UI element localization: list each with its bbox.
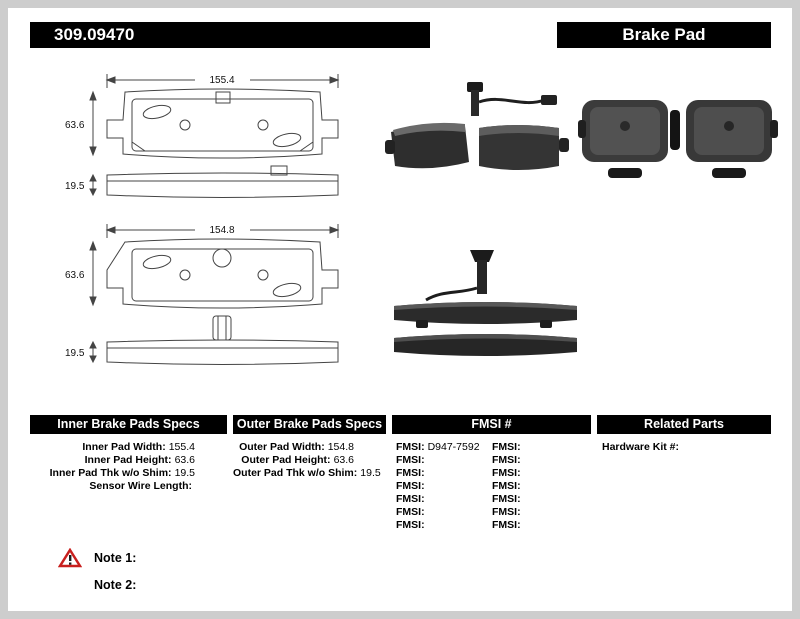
- wear-sensor-drawing: [212, 315, 232, 341]
- table-row: FMSI:: [396, 454, 492, 467]
- inner-specs-table: Inner Brake Pads Specs Inner Pad Width:1…: [30, 415, 227, 493]
- spec-sheet-page: 309.09470 Brake Pad: [8, 8, 792, 611]
- hardware-clip-left: [670, 110, 680, 150]
- table-row: Hardware Kit #:: [597, 441, 771, 454]
- table-row: FMSI:D947-7592: [396, 441, 492, 454]
- outer-specs-header: Outer Brake Pads Specs: [233, 415, 386, 434]
- pad-photo-left: [385, 122, 469, 169]
- table-row: FMSI:: [396, 506, 492, 519]
- table-row: FMSI:: [492, 441, 587, 454]
- fmsi-label: FMSI:: [396, 506, 425, 518]
- table-row: FMSI:: [492, 467, 587, 480]
- related-parts-table: Related Parts Hardware Kit #:: [597, 415, 771, 454]
- fmsi-label: FMSI:: [396, 519, 425, 531]
- table-row: Inner Pad Width:155.4: [30, 441, 227, 454]
- note-label: Note 1:: [94, 551, 137, 565]
- fmsi-right-column: FMSI: FMSI: FMSI: FMSI: FMSI: FMSI: FMSI…: [492, 441, 587, 532]
- outer-specs-table: Outer Brake Pads Specs Outer Pad Width:1…: [233, 415, 386, 480]
- spec-label: Inner Pad Thk w/o Shim:: [49, 467, 172, 479]
- pad-edge-bottom: [394, 334, 577, 356]
- dim-inner-thickness: 19.5: [65, 181, 85, 192]
- table-row: FMSI:: [492, 519, 587, 532]
- table-row: Outer Pad Height:63.6: [233, 454, 386, 467]
- table-row: Sensor Wire Length:: [30, 480, 227, 493]
- table-row: FMSI:: [396, 480, 492, 493]
- table-row: FMSI:: [492, 454, 587, 467]
- product-title-header: Brake Pad: [557, 22, 771, 48]
- spec-value: 154.8: [327, 441, 354, 453]
- related-parts-header: Related Parts: [597, 415, 771, 434]
- table-row: Outer Pad Width:154.8: [233, 441, 386, 454]
- spec-value: 63.6: [174, 454, 195, 466]
- hardware-clip-bottom: [608, 168, 746, 178]
- pad-face-right: [686, 100, 778, 162]
- fmsi-label: FMSI:: [492, 467, 521, 479]
- part-number-header: 309.09470: [30, 22, 430, 48]
- spec-value: 155.4: [168, 441, 195, 453]
- fmsi-label: FMSI:: [396, 467, 425, 479]
- spec-value: 19.5: [360, 467, 381, 479]
- fmsi-label: FMSI:: [492, 506, 521, 518]
- table-row: Inner Pad Thk w/o Shim:19.5: [30, 467, 227, 480]
- fmsi-label: FMSI:: [492, 441, 521, 453]
- wear-sensor-photo: [467, 82, 557, 116]
- spec-value: 19.5: [174, 467, 195, 479]
- spec-label: Outer Pad Height:: [241, 454, 331, 466]
- fmsi-label: FMSI:: [492, 454, 521, 466]
- product-title: Brake Pad: [622, 25, 706, 44]
- dim-inner-height: 63.6: [65, 120, 85, 131]
- fmsi-value: D947-7592: [427, 441, 480, 453]
- spec-label: Outer Pad Width:: [239, 441, 325, 453]
- table-row: FMSI:: [396, 467, 492, 480]
- part-number: 309.09470: [54, 25, 135, 44]
- table-row: FMSI:: [396, 493, 492, 506]
- pad-face-left: [578, 100, 668, 162]
- fmsi-left-column: FMSI:D947-7592 FMSI: FMSI: FMSI: FMSI: F…: [392, 441, 492, 532]
- table-row: FMSI:: [396, 519, 492, 532]
- table-row: FMSI:: [492, 506, 587, 519]
- product-photo-pads-edge: [394, 250, 577, 356]
- table-row: FMSI:: [492, 493, 587, 506]
- spec-label: Inner Pad Width:: [82, 441, 166, 453]
- inner-specs-header: Inner Brake Pads Specs: [30, 415, 227, 434]
- notes-section: Note 1: Note 2:: [58, 548, 136, 602]
- spec-label: Inner Pad Height:: [84, 454, 172, 466]
- related-label: Hardware Kit #:: [602, 441, 680, 453]
- fmsi-label: FMSI:: [492, 480, 521, 492]
- dim-outer-height: 63.6: [65, 270, 85, 281]
- wear-sensor-photo-2: [425, 250, 494, 302]
- product-photo-pads-angled: [385, 82, 569, 170]
- dim-outer-width: 154.8: [209, 225, 234, 236]
- spec-label: Sensor Wire Length:: [89, 480, 192, 492]
- table-row: Inner Pad Height:63.6: [30, 454, 227, 467]
- fmsi-label: FMSI:: [396, 493, 425, 505]
- dim-inner-width: 155.4: [209, 75, 234, 86]
- technical-drawings: 155.4 63.6 19.5 154.8 63.6 19.5: [65, 74, 340, 365]
- note-row: Note 1:: [58, 548, 136, 568]
- warning-icon: [58, 548, 82, 568]
- fmsi-label: FMSI:: [396, 441, 425, 453]
- dim-outer-thickness: 19.5: [65, 348, 85, 359]
- pad-edge-top: [394, 302, 577, 328]
- pad-photo-right: [479, 125, 569, 170]
- spec-value: 63.6: [333, 454, 354, 466]
- table-row: FMSI:: [492, 480, 587, 493]
- fmsi-table: FMSI # FMSI:D947-7592 FMSI: FMSI: FMSI: …: [392, 415, 591, 532]
- fmsi-label: FMSI:: [492, 519, 521, 531]
- fmsi-label: FMSI:: [396, 454, 425, 466]
- note-label: Note 2:: [94, 578, 137, 592]
- note-row: Note 2:: [58, 575, 136, 595]
- table-row: Outer Pad Thk w/o Shim:19.5: [233, 467, 386, 480]
- fmsi-label: FMSI:: [492, 493, 521, 505]
- fmsi-header: FMSI #: [392, 415, 591, 434]
- fmsi-label: FMSI:: [396, 480, 425, 492]
- product-photo-pads-face: [578, 100, 778, 178]
- spec-label: Outer Pad Thk w/o Shim:: [233, 467, 358, 479]
